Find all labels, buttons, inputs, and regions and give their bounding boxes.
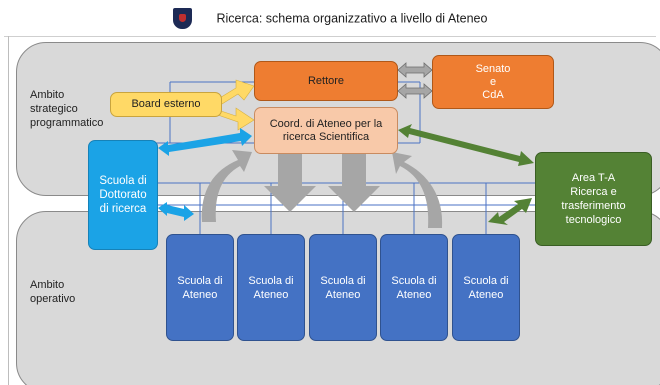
university-logo-icon <box>172 8 192 29</box>
up-arrows <box>201 150 443 228</box>
page-title: Ricerca: schema organizzativo a livello … <box>216 11 488 26</box>
board-esterno-box: Board esterno <box>110 92 222 117</box>
senato-cda-box: Senato e CdA <box>432 55 554 109</box>
scuola-ateneo-box: Scuola di Ateneo <box>166 234 234 341</box>
header-divider <box>4 36 656 37</box>
page-header: Ricerca: schema organizzativo a livello … <box>0 8 660 29</box>
scuola-ateneo-box: Scuola di Ateneo <box>452 234 520 341</box>
left-border-line <box>8 36 9 385</box>
operative-band-label: Ambito operativo <box>30 279 76 305</box>
rettore-box: Rettore <box>254 61 398 101</box>
scuola-dottorato-box: Scuola di Dottorato di ricerca <box>88 140 158 250</box>
scuola-ateneo-box: Scuola di Ateneo <box>309 234 377 341</box>
board-arrows <box>217 79 255 131</box>
area-ta-box: Area T-A Ricerca e trasferimento tecnolo… <box>535 152 652 246</box>
area-arrows <box>398 124 534 225</box>
dottorato-arrows <box>158 128 252 221</box>
down-arrows <box>264 154 380 212</box>
strategic-band-label: Ambito strategico programmatico <box>30 89 104 129</box>
coordinamento-box: Coord. di Ateneo per la ricerca Scientif… <box>254 107 398 154</box>
rettore-senato-arrows <box>397 62 433 99</box>
scuola-ateneo-box: Scuola di Ateneo <box>380 234 448 341</box>
scuola-ateneo-box: Scuola di Ateneo <box>237 234 305 341</box>
